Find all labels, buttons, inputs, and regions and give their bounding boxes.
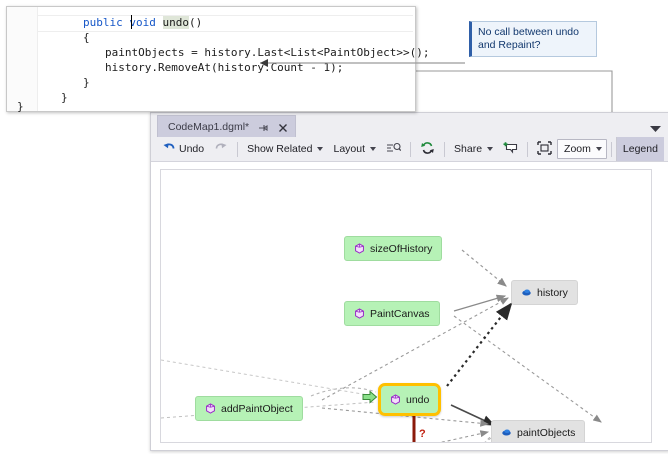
graph-node-label: PaintCanvas (370, 307, 430, 320)
callout-text: No call between undo and Repaint? (478, 26, 579, 51)
code-line-6: } (61, 91, 68, 104)
undo-arrow-icon (162, 141, 176, 158)
graph-edges (161, 249, 602, 442)
field-icon (521, 287, 532, 298)
chevron-down-icon (317, 147, 324, 151)
graph-node-label: addPaintObject (221, 402, 293, 415)
share-label: Share (454, 143, 483, 155)
show-related-label: Show Related (247, 143, 313, 155)
graph-node-label: paintObjects (517, 426, 576, 439)
zoom-label: Zoom (564, 143, 591, 155)
zoom-dropdown[interactable]: Zoom (557, 139, 607, 159)
graph-node-label: history (537, 286, 568, 299)
graph-node-addPaintObject[interactable]: addPaintObject (195, 396, 303, 421)
layout-label: Layout (333, 143, 366, 155)
code-line-7: } (17, 100, 24, 113)
document-tab-strip: CodeMap1.dgml* (151, 113, 668, 138)
undo-label: Undo (179, 143, 205, 155)
document-tab-codemap1[interactable]: CodeMap1.dgml* (157, 115, 297, 138)
annotation-callout: No call between undo and Repaint? (469, 21, 597, 57)
callout-leader-line (260, 59, 465, 67)
toolbar-separator-2 (410, 141, 412, 157)
graph-node-PaintCanvas[interactable]: PaintCanvas (344, 301, 440, 326)
toolbar-separator-5 (610, 141, 612, 157)
document-tab-label: CodeMap1.dgml* (168, 121, 250, 133)
toolbar-separator-3 (444, 141, 446, 157)
keyword-void: void (129, 16, 156, 29)
graph-node-undo[interactable]: undo (378, 383, 442, 416)
field-icon (501, 427, 512, 438)
layout-button[interactable]: Layout (328, 138, 381, 160)
chevron-down-icon (595, 147, 602, 151)
add-comment-button[interactable] (498, 138, 523, 160)
graph-node-history[interactable]: history (511, 280, 578, 305)
editor-gutter (7, 7, 38, 111)
pin-icon[interactable] (257, 121, 269, 133)
graph-node-paintObjects[interactable]: paintObjects (491, 420, 586, 442)
green-right-arrow-icon (362, 390, 378, 409)
chevron-down-icon (487, 147, 494, 151)
toolbar-separator-1 (237, 141, 239, 157)
redo-button[interactable] (209, 138, 233, 160)
chevron-down-icon (370, 147, 377, 151)
code-line-1: public void undo() (83, 16, 203, 29)
codemap-tool-window: CodeMap1.dgml* Undo Show Related (150, 112, 668, 451)
keyword-public: public (83, 16, 123, 29)
method-icon (354, 243, 365, 254)
method-icon (390, 394, 401, 405)
code-line-2: { (83, 31, 90, 44)
show-related-button[interactable]: Show Related (242, 138, 328, 160)
method-icon (354, 308, 365, 319)
fit-to-screen-button[interactable] (532, 138, 557, 160)
graph-node-label: sizeOfHistory (370, 242, 433, 255)
code-editor-pane[interactable]: public void undo() { paintObjects = hist… (6, 6, 430, 113)
graph-node-sizeOfHistory[interactable]: sizeOfHistory (344, 236, 443, 261)
identifier-undo: undo (162, 16, 189, 29)
chevron-down-icon[interactable] (650, 120, 661, 138)
undo-button[interactable]: Undo (157, 138, 209, 160)
close-icon[interactable] (277, 121, 289, 133)
refresh-icon (420, 141, 435, 158)
missing-call-question-mark: ? (419, 428, 426, 440)
share-button[interactable]: Share (449, 138, 498, 160)
code-line-3: paintObjects = history.Last<List<PaintOb… (105, 46, 430, 59)
current-line-highlight (38, 15, 413, 32)
quick-layout-icon (386, 141, 402, 158)
code-line-5: } (83, 76, 90, 89)
codemap-canvas[interactable]: sizeOfHistory history PaintCanvas undo (160, 169, 652, 443)
legend-button[interactable]: Legend (615, 137, 664, 161)
fit-to-screen-icon (537, 140, 552, 158)
quick-layout-button[interactable] (381, 138, 406, 160)
add-comment-icon (503, 141, 518, 158)
legend-label: Legend (622, 143, 658, 155)
text-caret (131, 15, 132, 29)
refresh-button[interactable] (415, 138, 440, 160)
codemap-toolbar: Undo Show Related Layout (151, 137, 668, 162)
toolbar-separator-4 (527, 141, 529, 157)
method-icon (205, 403, 216, 414)
graph-node-label: undo (406, 393, 430, 406)
code-line-4: history.RemoveAt(history.Count - 1); (105, 61, 344, 74)
redo-arrow-icon (214, 141, 228, 158)
